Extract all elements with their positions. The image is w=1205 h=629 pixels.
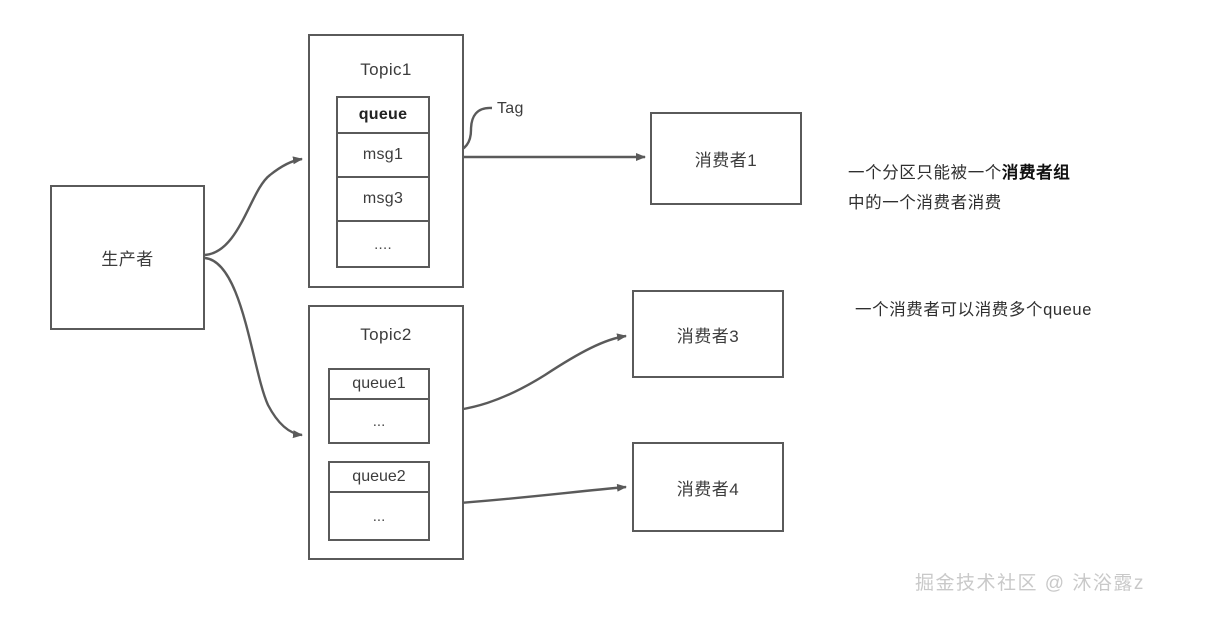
note-line-2: 中的一个消费者消费 xyxy=(848,194,1002,212)
consumer1-label: 消费者1 xyxy=(694,151,758,170)
topic2-queue2-box[interactable]: queue2 ... xyxy=(328,461,430,541)
topic1-queue-table[interactable]: queue msg1 msg3 .... xyxy=(336,96,430,268)
queue-table-row: .... xyxy=(374,235,392,253)
producer-box[interactable]: 生产者 xyxy=(50,185,205,330)
note-line-1-prefix: 一个分区只能被一个 xyxy=(848,164,1002,182)
queue1-label: queue1 xyxy=(330,370,428,400)
queue-table-row: msg1 xyxy=(338,134,428,179)
topic1-title: Topic1 xyxy=(360,60,412,79)
consumer3-box[interactable]: 消费者3 xyxy=(632,290,784,378)
watermark: 掘金技术社区 @ 沐浴露z xyxy=(915,573,1145,594)
consumer3-label: 消费者3 xyxy=(676,326,740,346)
note-multi-queue: 一个消费者可以消费多个queue xyxy=(855,301,1092,319)
queue2-label: queue2 xyxy=(330,463,428,493)
queue-table-row: msg3 xyxy=(338,178,428,223)
producer-label: 生产者 xyxy=(101,250,154,269)
note-line-1: 一个分区只能被一个消费者组 xyxy=(848,158,1070,188)
topic2-title: Topic2 xyxy=(360,325,412,344)
queue-table-header: queue xyxy=(338,98,428,135)
consumer1-box[interactable]: 消费者1 xyxy=(650,112,802,205)
topic2-queue1-box[interactable]: queue1 ... xyxy=(328,368,430,444)
queue2-body: ... xyxy=(372,507,386,525)
note-consumer-group: 一个分区只能被一个消费者组 中的一个消费者消费 xyxy=(848,158,1070,218)
consumer4-box[interactable]: 消费者4 xyxy=(632,442,784,532)
queue1-body: ... xyxy=(372,412,386,430)
edge-producer-to-topic1 xyxy=(204,156,303,257)
edge-producer-to-topic2 xyxy=(204,256,303,439)
tag-label: Tag xyxy=(497,100,524,117)
note-line-1-bold: 消费者组 xyxy=(1001,164,1071,182)
consumer4-label: 消费者4 xyxy=(676,479,740,499)
